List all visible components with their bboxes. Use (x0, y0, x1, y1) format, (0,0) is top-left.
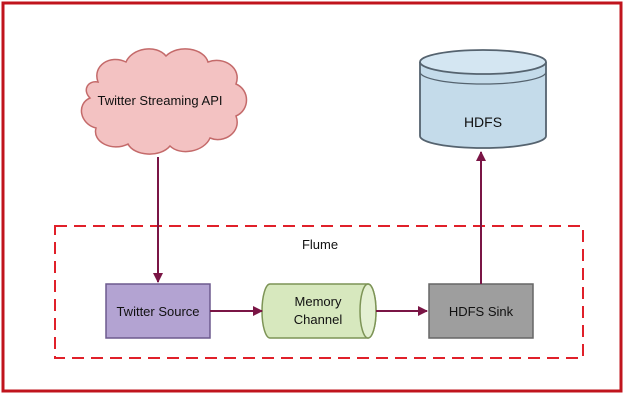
hdfs-sink-box (428, 283, 534, 339)
memory-channel-label-line2: Channel (294, 312, 343, 327)
hdfs-database: HDFS (419, 49, 547, 149)
memory-channel-node: Memory Channel (261, 283, 377, 339)
twitter-streaming-api-label: Twitter Streaming API (98, 93, 223, 108)
database-icon (419, 62, 547, 149)
pipe-icon (261, 283, 377, 339)
hdfs-label: HDFS (464, 114, 502, 130)
twitter-streaming-api-cloud: Twitter Streaming API (80, 48, 248, 155)
flume-group-border (54, 225, 584, 359)
outer-border (1, 1, 623, 393)
twitter-source-box (105, 283, 211, 339)
memory-channel-label-line1: Memory (295, 294, 342, 309)
pipe-end (359, 283, 377, 339)
cloud-icon (80, 48, 248, 155)
database-rim (419, 71, 547, 85)
twitter-source-node: Twitter Source (105, 283, 211, 339)
hdfs-sink-node: HDFS Sink (428, 283, 534, 339)
hdfs-sink-label: HDFS Sink (449, 304, 514, 319)
twitter-source-label: Twitter Source (116, 304, 199, 319)
database-top (419, 49, 547, 75)
flume-label: Flume (302, 237, 338, 252)
